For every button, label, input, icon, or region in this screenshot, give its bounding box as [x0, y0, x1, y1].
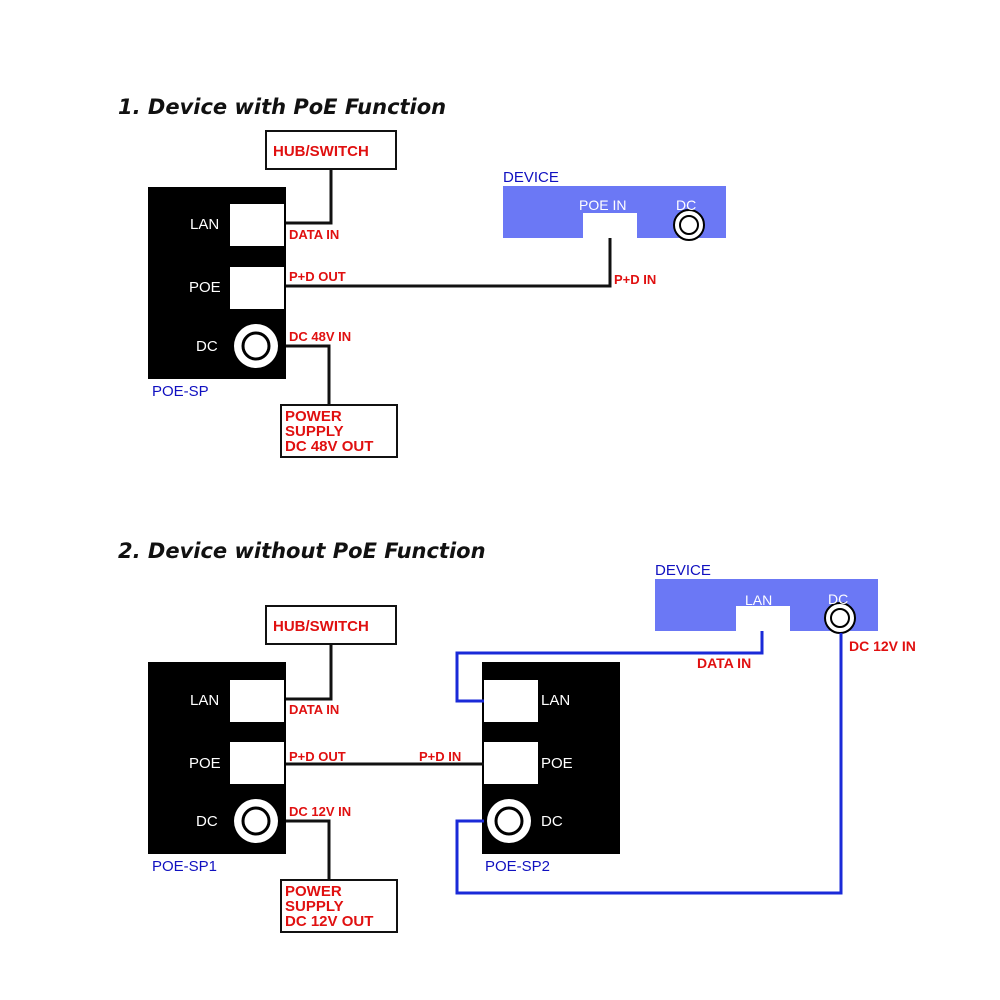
section1-dc-wire	[286, 344, 331, 405]
section1-wires	[286, 169, 612, 405]
section2-black-wires	[286, 644, 484, 880]
section2-data-wire	[286, 644, 333, 701]
section2-device: LAN DC	[655, 579, 878, 634]
section2-pd-in-label: P+D IN	[419, 749, 461, 764]
section2-device-dc-jack	[824, 602, 856, 634]
section2-injector: LAN POE DC	[148, 662, 286, 854]
section1-pd-out-label: P+D OUT	[289, 269, 346, 284]
section2-data-in-label: DATA IN	[289, 702, 339, 717]
section2-pd-out-label: P+D OUT	[289, 749, 346, 764]
section2-dc-to-device-wire	[455, 633, 843, 895]
section2-ps-line1: POWER	[285, 883, 342, 900]
section2-injector-poe-label: POE	[189, 755, 221, 772]
section1-dc-label: DC	[196, 338, 218, 355]
section1-device-poe-in-label: POE IN	[579, 197, 626, 213]
section2-splitter-poe-port	[484, 742, 538, 784]
section2-splitter-dc-jack	[487, 799, 531, 843]
section1-dc-jack	[234, 324, 278, 368]
section1-ps-line2: SUPPLY	[285, 423, 344, 440]
section1-data-in-label: DATA IN	[289, 227, 339, 242]
section1-injector-name: POE-SP	[152, 383, 209, 400]
section1-dc-in-label: DC 48V IN	[289, 329, 351, 344]
section2-device-dc-in-label: DC 12V IN	[849, 638, 916, 654]
section2-injector-dc-jack	[234, 799, 278, 843]
section1-hub-label: HUB/SWITCH	[273, 143, 369, 160]
section1-device: POE IN DC	[503, 186, 726, 241]
section2-injector-lan-port	[230, 680, 284, 722]
section1-pd-in-label: P+D IN	[614, 272, 656, 287]
section1-device-dc-label: DC	[676, 197, 696, 213]
section1-injector: LAN POE DC	[148, 187, 286, 379]
section1-device-title: DEVICE	[503, 169, 559, 186]
section2-ps-line3: DC 12V OUT	[285, 913, 373, 930]
section2-injector-poe-port	[230, 742, 284, 784]
section1-data-wire	[286, 169, 333, 225]
section1-poe-label: POE	[189, 279, 221, 296]
section2-splitter-name: POE-SP2	[485, 858, 550, 875]
section2-device-data-in-label: DATA IN	[697, 655, 751, 671]
section1-power-supply: POWER SUPPLY DC 48V OUT	[280, 404, 398, 458]
section1-title: 1. Device with PoE Function	[118, 95, 446, 119]
section2-title: 2. Device without PoE Function	[118, 539, 486, 563]
section1-device-poe-in-port	[583, 213, 637, 238]
section2-power-supply: POWER SUPPLY DC 12V OUT	[280, 879, 398, 933]
section2-dc-wire	[286, 819, 331, 880]
section2-splitter-poe-label: POE	[541, 755, 573, 772]
section2-splitter-lan-label: LAN	[541, 692, 570, 709]
section1-ps-line3: DC 48V OUT	[285, 438, 373, 455]
section2-device-dc-label: DC	[828, 591, 848, 607]
section2-blue-wires	[455, 631, 843, 895]
section1-lan-port	[230, 204, 284, 246]
section2-splitter-dc-label: DC	[541, 813, 563, 830]
section1-poe-port	[230, 267, 284, 309]
section2-hub-label: HUB/SWITCH	[273, 618, 369, 635]
section2-injector-name: POE-SP1	[152, 858, 217, 875]
section1-lan-label: LAN	[190, 216, 219, 233]
section2-splitter: LAN POE DC	[482, 662, 620, 854]
section2-device-lan-label: LAN	[745, 592, 772, 608]
section1-ps-line1: POWER	[285, 408, 342, 425]
section2-dc-in-label: DC 12V IN	[289, 804, 351, 819]
section1-hub-switch: HUB/SWITCH	[265, 130, 397, 170]
section2-device-lan-port	[736, 606, 790, 631]
section2-lan-to-device-wire	[455, 631, 764, 703]
section2-ps-line2: SUPPLY	[285, 898, 344, 915]
section2-splitter-lan-port	[484, 680, 538, 722]
section2-device-title: DEVICE	[655, 562, 711, 579]
section2-injector-lan-label: LAN	[190, 692, 219, 709]
section1-pd-wire	[286, 238, 612, 288]
section2-hub-switch: HUB/SWITCH	[265, 605, 397, 645]
section1-device-dc-jack	[673, 209, 705, 241]
section2-injector-dc-label: DC	[196, 813, 218, 830]
